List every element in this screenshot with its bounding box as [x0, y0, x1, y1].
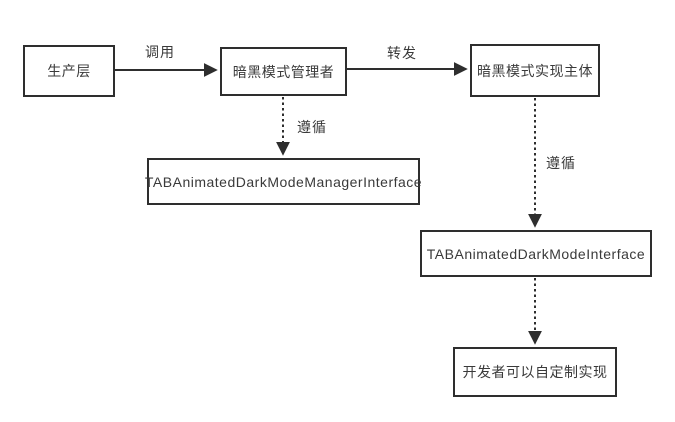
node-dark-mode-implementor: 暗黑模式实现主体 [470, 44, 600, 97]
node-dark-mode-interface: TABAnimatedDarkModeInterface [420, 230, 652, 277]
node-manager-interface: TABAnimatedDarkModeManagerInterface [145, 158, 422, 205]
edge-label-conform-implementor: 遵循 [546, 155, 576, 171]
node-dark-mode-manager: 暗黑模式管理者 [220, 47, 347, 96]
node-producer-layer: 生产层 [23, 45, 115, 97]
edge-label-forward: 转发 [387, 45, 417, 61]
node-developer-custom-impl: 开发者可以自定制实现 [453, 347, 617, 397]
edge-label-conform-manager: 遵循 [297, 119, 327, 135]
edge-label-call: 调用 [145, 44, 175, 60]
